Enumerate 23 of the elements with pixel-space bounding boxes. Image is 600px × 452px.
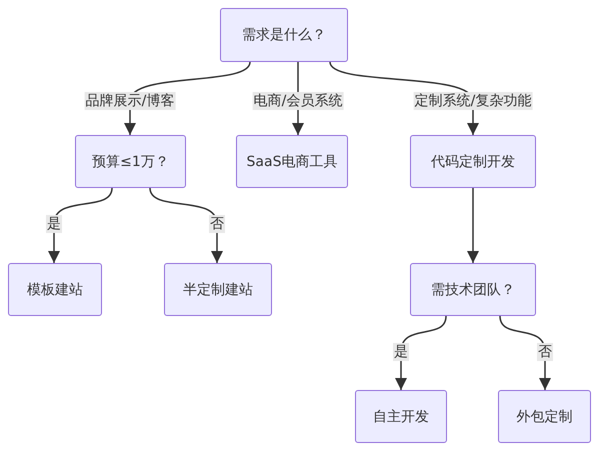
edge-label: 否 — [537, 343, 553, 361]
process-box: 半定制建站 — [164, 263, 272, 316]
process-box: 自主开发 — [355, 390, 447, 443]
edge-label: 定制系统/复杂功能 — [414, 92, 532, 110]
edge-label: 否 — [209, 215, 225, 233]
arrow — [124, 62, 251, 135]
arrow — [499, 316, 551, 390]
edge-label: 是 — [393, 343, 409, 361]
arrow — [329, 62, 479, 135]
process-box: 预算≤1万？ — [75, 135, 186, 188]
process-box: 模板建站 — [8, 263, 102, 316]
arrow — [149, 188, 223, 263]
edge-label: 电商/会员系统 — [252, 92, 344, 110]
process-box: 需技术团队？ — [410, 263, 536, 316]
process-box: 需求是什么？ — [220, 8, 348, 62]
arrow — [467, 188, 479, 263]
arrow — [395, 316, 447, 390]
process-box: SaaS电商工具 — [236, 135, 348, 188]
edge-label: 品牌展示/博客 — [84, 92, 176, 110]
edge-label: 是 — [46, 215, 62, 233]
process-box: 代码定制开发 — [410, 135, 536, 188]
process-box: 外包定制 — [498, 390, 591, 443]
arrow — [48, 188, 113, 263]
